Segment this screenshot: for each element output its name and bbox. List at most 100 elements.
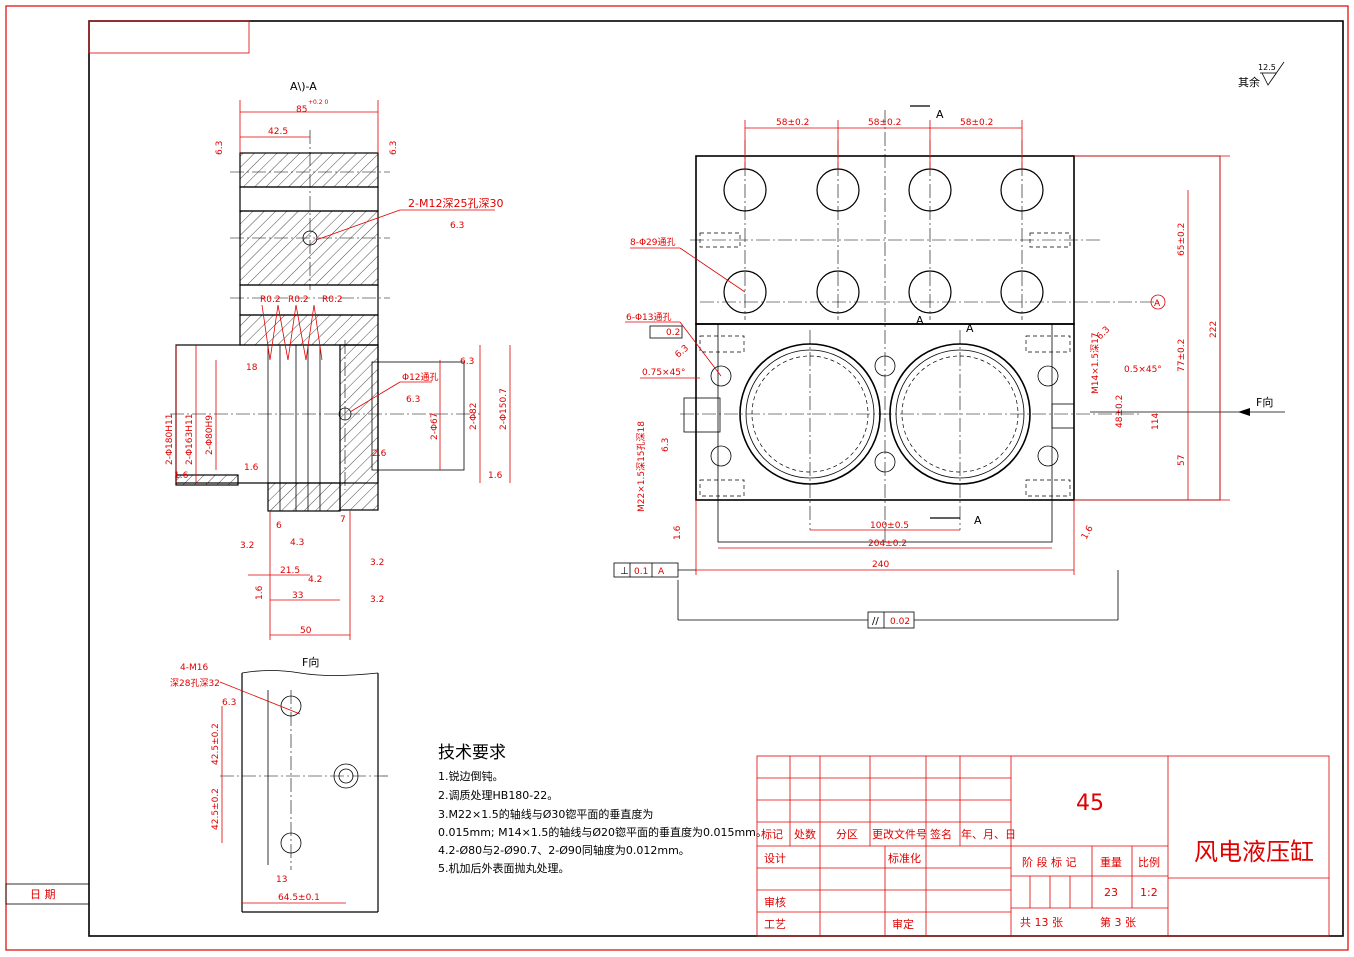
svg-text:2-Φ163H11: 2-Φ163H11 (185, 414, 195, 465)
svg-text:共 13 张: 共 13 张 (1020, 916, 1063, 929)
parallelism-frame (867, 611, 915, 629)
svg-text:2-Φ180H11: 2-Φ180H11 (165, 414, 175, 465)
svg-text:深28孔深32: 深28孔深32 (170, 678, 220, 689)
svg-text:A: A (936, 108, 944, 121)
main-plan-view: A A A A 58±0.2 58±0.2 58±0.2 8-Φ29通孔 6-Φ… (613, 105, 1285, 629)
svg-text:85: 85 (296, 105, 307, 115)
svg-text:年、月、日: 年、月、日 (961, 827, 1016, 841)
notes-title: 技术要求 (438, 743, 506, 763)
svg-text:比例: 比例 (1138, 855, 1160, 869)
svg-text:42.5±0.2: 42.5±0.2 (211, 723, 221, 765)
svg-text:50: 50 (300, 626, 312, 636)
svg-text:58±0.2: 58±0.2 (960, 118, 993, 128)
svg-text:审核: 审核 (764, 895, 786, 909)
svg-text:1.6: 1.6 (244, 463, 259, 473)
svg-text:M22×1.5深15孔深18: M22×1.5深15孔深18 (636, 421, 647, 512)
part-name: 风电液压缸 (1194, 838, 1314, 866)
outer-border (5, 5, 1349, 951)
svg-text:2-Φ67: 2-Φ67 (430, 412, 440, 440)
svg-text:7: 7 (340, 515, 346, 525)
technical-requirements: 技术要求 1.锐边倒钝。 2.调质处理HB180-22。 3.M22×1.5的轴… (438, 743, 767, 875)
svg-text:33: 33 (292, 591, 303, 601)
svg-text:0.2: 0.2 (666, 328, 680, 338)
mid-hatch (239, 210, 379, 286)
svg-text:12.5: 12.5 (1258, 63, 1276, 72)
svg-text:1.6: 1.6 (1080, 524, 1096, 542)
title-block: 标记 处数 分区 更改文件号 签名 年、月、日 设计 标准化 审核 工艺 审定 … (756, 755, 1330, 937)
cylinder-bore-right (889, 343, 1031, 485)
svg-text:58±0.2: 58±0.2 (776, 118, 809, 128)
svg-text:100±0.5: 100±0.5 (870, 521, 909, 531)
svg-text:222: 222 (1209, 321, 1219, 338)
side-profile (1073, 155, 1221, 501)
svg-text:设计: 设计 (764, 852, 786, 865)
svg-text:18: 18 (246, 363, 258, 373)
svg-text:1.6: 1.6 (174, 471, 189, 481)
svg-text:0.75×45°: 0.75×45° (642, 368, 686, 378)
svg-text:A: A (966, 322, 974, 335)
svg-text:42.5: 42.5 (268, 127, 288, 137)
svg-text:2.调质处理HB180-22。: 2.调质处理HB180-22。 (438, 789, 558, 802)
svg-text:2-Φ150.7: 2-Φ150.7 (499, 388, 509, 430)
through-hole-7 (908, 270, 952, 314)
svg-text:204±0.2: 204±0.2 (868, 539, 907, 549)
svg-text:阶 段 标 记: 阶 段 标 记 (1022, 855, 1077, 869)
svg-text:A: A (1154, 299, 1161, 309)
svg-text:4-M16: 4-M16 (180, 663, 208, 673)
date-label: 日 期 (30, 888, 56, 901)
svg-text:审定: 审定 (892, 917, 914, 931)
svg-text:A: A (974, 514, 982, 527)
svg-text:2-Φ82: 2-Φ82 (469, 402, 479, 430)
svg-text:⊥: ⊥ (620, 566, 629, 577)
datum-a-marker (1150, 294, 1166, 310)
svg-text:65±0.2: 65±0.2 (1177, 223, 1187, 256)
svg-text:6.3: 6.3 (215, 141, 225, 155)
top-left-box (88, 20, 250, 54)
svg-text:+0.2 0: +0.2 0 (308, 99, 328, 106)
svg-text:4.3: 4.3 (290, 538, 304, 548)
svg-text:分区: 分区 (836, 828, 858, 841)
svg-text:A: A (916, 314, 924, 327)
f-view-title: F向 (302, 655, 319, 669)
svg-text:6: 6 (276, 521, 282, 531)
svg-text:0.02: 0.02 (890, 617, 910, 627)
svg-text:42.5±0.2: 42.5±0.2 (211, 788, 221, 830)
f-direction-view: F向 4-M16 深28孔深32 6.3 42.5±0.2 42.5±0.2 1… (170, 655, 390, 913)
svg-text:2-Φ80H9: 2-Φ80H9 (205, 415, 215, 455)
thread-hole-bottom (280, 832, 302, 854)
svg-text:第 3 张: 第 3 张 (1100, 915, 1136, 929)
svg-text:标准化: 标准化 (888, 851, 921, 865)
svg-text:6.3: 6.3 (450, 221, 464, 231)
svg-text:签名: 签名 (930, 827, 952, 841)
svg-text:1.6: 1.6 (255, 585, 265, 600)
svg-text:6.3: 6.3 (661, 438, 671, 452)
through-hole-6 (816, 270, 860, 314)
svg-text:3.2: 3.2 (370, 595, 384, 605)
svg-text:更改文件号: 更改文件号 (872, 827, 927, 841)
material: 45 (1076, 791, 1104, 816)
date-box (5, 883, 90, 905)
svg-text:6.3: 6.3 (222, 698, 236, 708)
svg-text:A: A (658, 567, 665, 577)
svg-text:64.5±0.1: 64.5±0.1 (278, 893, 320, 903)
top-hatch (239, 152, 379, 188)
svg-text:3.M22×1.5的轴线与Ø30锪平面的垂直度为: 3.M22×1.5的轴线与Ø30锪平面的垂直度为 (438, 807, 653, 821)
svg-text:标记: 标记 (761, 827, 783, 841)
svg-text:240: 240 (872, 560, 889, 570)
svg-text:R0.2: R0.2 (260, 295, 281, 305)
svg-text:4.2: 4.2 (308, 575, 322, 585)
svg-text:5.机加后外表面抛丸处理。: 5.机加后外表面抛丸处理。 (438, 861, 570, 875)
svg-text:处数: 处数 (794, 828, 816, 841)
svg-text:0.015mm; M14×1.5的轴线与Ø20锪平面的垂直度: 0.015mm; M14×1.5的轴线与Ø20锪平面的垂直度为0.015mm。 (438, 825, 767, 839)
svg-text:重量: 重量 (1100, 855, 1122, 869)
default-roughness: 其余 12.5 (1238, 61, 1285, 89)
svg-text:6.3: 6.3 (389, 141, 399, 155)
side-recess (371, 361, 465, 471)
svg-text:8-Φ29通孔: 8-Φ29通孔 (630, 237, 676, 248)
svg-text:48±0.2: 48±0.2 (1115, 395, 1125, 428)
svg-text:Φ12通孔: Φ12通孔 (402, 372, 439, 383)
svg-text:R0.2: R0.2 (322, 295, 343, 305)
svg-text:1.6: 1.6 (488, 471, 503, 481)
